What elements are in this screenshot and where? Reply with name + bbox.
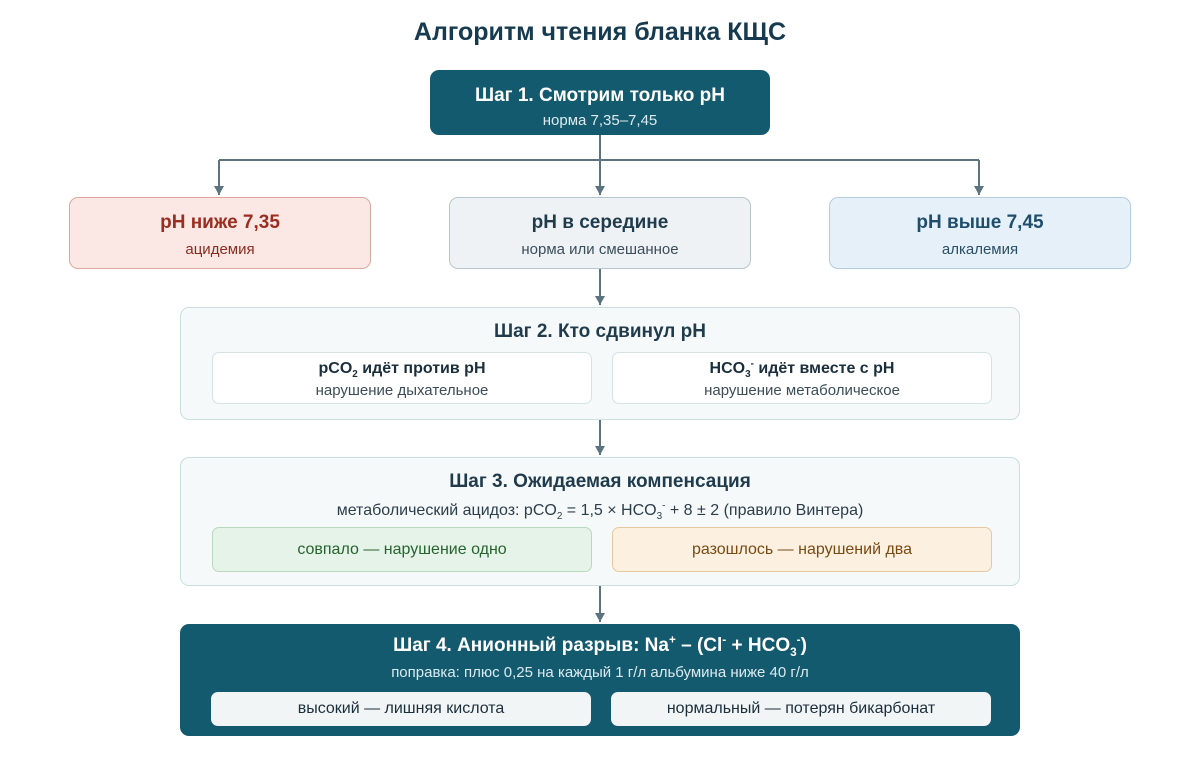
respiratory-option: pCO2 идёт против pH нарушение дыхательно…	[212, 352, 592, 404]
outcome-mixed-disorder: разошлось — нарушений два	[612, 527, 992, 572]
outcome-single-disorder: совпало — нарушение одно	[212, 527, 592, 572]
ph-low-subtitle: ацидемия	[185, 241, 255, 258]
metabolic-label: нарушение метаболическое	[704, 382, 900, 399]
step3-panel: Шаг 3. Ожидаемая компенсация метаболичес…	[180, 457, 1020, 586]
ph-mid-title: pH в середине	[531, 212, 669, 233]
step3-title: Шаг 3. Ожидаемая компенсация	[449, 471, 751, 492]
step1-subtitle: норма 7,35–7,45	[542, 112, 658, 129]
ph-mid-box: pH в середине норма или смешанное	[449, 197, 751, 269]
albumin-correction: поправка: плюс 0,25 на каждый 1 г/л альб…	[391, 664, 809, 681]
gap-normal-result: нормальный — потерян бикарбонат	[611, 692, 991, 726]
winter-formula: метаболический ацидоз: pCO2 = 1,5 × HCO3…	[336, 500, 864, 523]
step2-title: Шаг 2. Кто сдвинул pH	[494, 321, 706, 342]
metabolic-rule: HCO3- идёт вместе с pH	[709, 358, 895, 381]
ph-high-subtitle: алкалемия	[941, 241, 1019, 258]
respiratory-rule: pCO2 идёт против pH	[318, 360, 486, 381]
ph-mid-subtitle: норма или смешанное	[521, 241, 679, 258]
respiratory-label: нарушение дыхательное	[315, 382, 489, 399]
step2-panel: Шаг 2. Кто сдвинул pH pCO2 идёт против p…	[180, 307, 1020, 420]
step4-box: Шаг 4. Анионный разрыв: Na+ – (Cl- + HCO…	[180, 624, 1020, 736]
ph-low-title: pH ниже 7,35	[160, 212, 280, 233]
ph-low-box: pH ниже 7,35 ацидемия	[69, 197, 371, 269]
diagram-title: Алгоритм чтения бланка КЩС	[413, 18, 787, 46]
ph-high-box: pH выше 7,45 алкалемия	[829, 197, 1131, 269]
gap-high-result: высокий — лишняя кислота	[211, 692, 591, 726]
metabolic-option: HCO3- идёт вместе с pH нарушение метабол…	[612, 352, 992, 404]
ph-high-title: pH выше 7,45	[916, 212, 1044, 233]
step4-title: Шаг 4. Анионный разрыв: Na+ – (Cl- + HCO…	[393, 633, 807, 659]
step1-box: Шаг 1. Смотрим только pH норма 7,35–7,45	[430, 70, 770, 135]
step1-title: Шаг 1. Смотрим только pH	[475, 85, 725, 106]
